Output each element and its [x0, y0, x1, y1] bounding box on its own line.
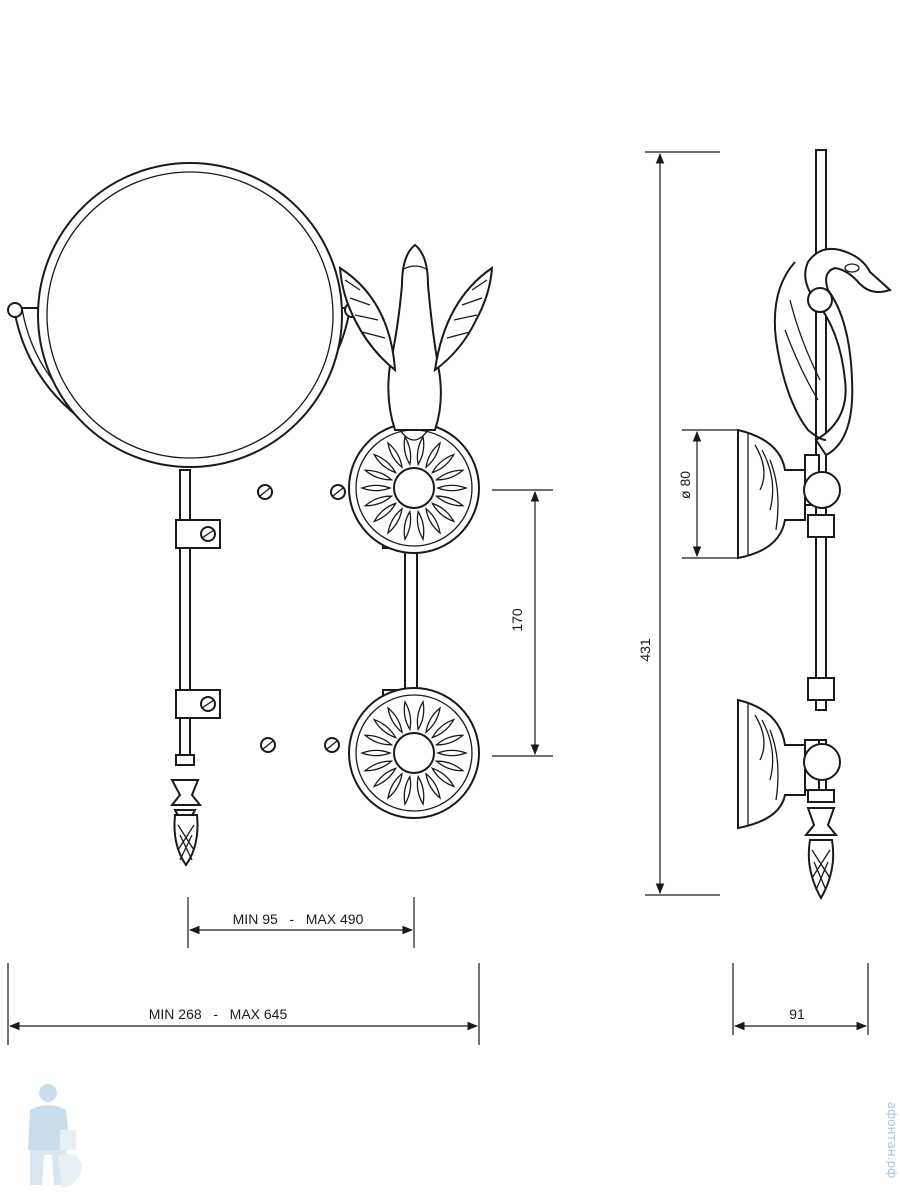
rosette-petal [372, 718, 397, 739]
dimension-depth: 91 [732, 963, 869, 1035]
side-rosette-lower [737, 677, 841, 830]
swan-wing-right [433, 266, 494, 373]
rosette-petal [387, 706, 403, 734]
dimension-rosette-diameter: ø 80 [677, 429, 738, 559]
depth-label: 91 [789, 1006, 805, 1022]
side-rod [815, 149, 827, 711]
side-rosette-upper [737, 428, 841, 560]
mirror [7, 162, 360, 468]
rosette-petal [425, 441, 441, 469]
side-finial [803, 789, 839, 901]
finial-left [173, 814, 199, 867]
mirror-post [169, 469, 203, 867]
rosette-petal [431, 502, 456, 523]
rosette-petal [434, 495, 465, 507]
rosette-petal [387, 507, 403, 535]
mount-spacing-label: 170 [509, 608, 525, 632]
rosette-petal [360, 484, 392, 492]
rosette-petal [436, 484, 468, 492]
rosette-diameter-label: ø 80 [677, 471, 693, 499]
rosette-petal [425, 507, 441, 535]
rosette-petal [436, 749, 468, 757]
rosette-petal [372, 767, 397, 788]
rosette-petal [403, 774, 412, 807]
rosette-petal [363, 760, 394, 772]
rosette-petal [363, 495, 394, 507]
rosette-petal [416, 774, 425, 807]
scissor-arm [196, 484, 399, 753]
rosette-petal [403, 699, 412, 732]
front-view [7, 162, 494, 867]
dimension-total-height: 431 [637, 151, 720, 896]
rosette-petal [431, 718, 456, 739]
left-knob [7, 302, 23, 318]
rosette-petal [431, 453, 456, 474]
dimension-total-width: MIN 268 - MAX 645 [7, 963, 480, 1045]
side-view [737, 149, 892, 901]
rosette-lower [348, 687, 480, 819]
rosette-petal [416, 509, 425, 542]
rosette-petal [387, 772, 403, 800]
rosette-petal [431, 767, 456, 788]
swan-side [773, 247, 892, 457]
swan-front [338, 243, 494, 441]
rosette-petal [403, 509, 412, 542]
total-width-label: MIN 268 - MAX 645 [149, 1006, 288, 1022]
dimension-mount-spacing: 170 [492, 489, 553, 757]
rosette-petal [425, 706, 441, 734]
rosette-upper [348, 422, 480, 554]
rosette-petal [416, 699, 425, 732]
rosette-petal [387, 441, 403, 469]
rosette-petal [363, 469, 394, 481]
rosette-petal [416, 434, 425, 467]
total-height-label: 431 [637, 638, 653, 662]
rosette-petal [363, 734, 394, 746]
rosette-petal [434, 469, 465, 481]
rosette-petal [403, 434, 412, 467]
arm-extension-label: MIN 95 - MAX 490 [233, 911, 364, 927]
swan-wing-left [338, 266, 397, 373]
plumber-mascot-icon [28, 1084, 82, 1188]
rosette-petal [434, 760, 465, 772]
rosette-petal [360, 749, 392, 757]
rosette-petal [372, 502, 397, 523]
rosette-petal [372, 453, 397, 474]
rosette-petal [434, 734, 465, 746]
rosette-petal [425, 772, 441, 800]
watermark-text: афонтан.рф [885, 1102, 899, 1179]
dimension-arm-extension: MIN 95 - MAX 490 [187, 897, 415, 948]
